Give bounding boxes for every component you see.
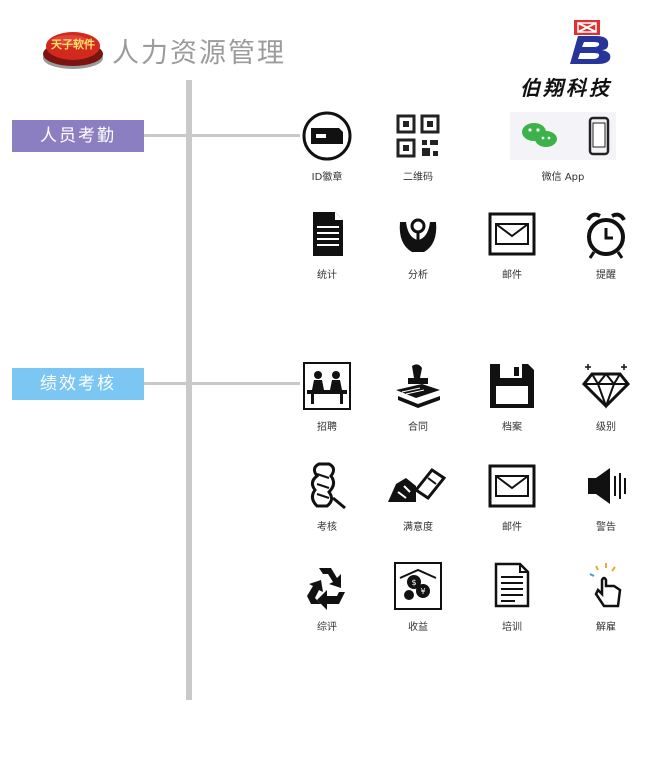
- tap-icon: [589, 563, 622, 608]
- tile-label: 考核: [317, 522, 337, 533]
- tile-mail-attendance[interactable]: 邮件: [457, 208, 567, 281]
- mail-icon: [488, 464, 536, 508]
- mail-icon: [488, 212, 536, 256]
- tile-label: 综评: [317, 622, 337, 633]
- logo-text: 天子软件: [51, 37, 95, 51]
- tile-training[interactable]: 培训: [457, 560, 567, 633]
- tile-satisfaction[interactable]: 满意度: [363, 460, 473, 533]
- scroll-icon: [310, 462, 346, 510]
- tile-label: 分析: [408, 270, 428, 281]
- tile-contract[interactable]: 合同: [363, 360, 473, 433]
- page-title: 人力资源管理: [112, 38, 286, 69]
- tile-statistics[interactable]: 统计: [272, 208, 382, 281]
- tile-label: 二维码: [403, 172, 433, 183]
- tile-overall-review[interactable]: 综评: [272, 560, 382, 633]
- tile-label: 警告: [596, 522, 616, 533]
- tile-id-badge[interactable]: ID徽章: [272, 110, 382, 183]
- app-logo-button: 天子软件: [43, 32, 103, 69]
- tile-label: 收益: [408, 622, 428, 633]
- tile-label: 邮件: [502, 522, 522, 533]
- speaker-icon: [588, 468, 626, 504]
- tile-label: 提醒: [596, 270, 616, 281]
- category-attendance[interactable]: 人员考勤: [12, 120, 144, 152]
- tile-label: 统计: [317, 270, 337, 281]
- tile-archive[interactable]: 档案: [457, 360, 567, 433]
- recruitment-icon: [303, 362, 351, 410]
- connector-performance: [144, 382, 300, 385]
- id-badge-icon: [302, 111, 352, 161]
- training-doc-icon: [494, 562, 530, 608]
- tile-label: 培训: [502, 622, 522, 633]
- tile-mail-performance[interactable]: 邮件: [457, 460, 567, 533]
- document-icon: [313, 212, 343, 256]
- tile-assessment[interactable]: 考核: [272, 460, 382, 533]
- tile-wechat-app[interactable]: 微信 App: [493, 110, 633, 183]
- tile-level[interactable]: 级别: [551, 360, 661, 433]
- tile-label: 档案: [502, 422, 522, 433]
- qr-code-icon: [396, 114, 440, 158]
- recycle-icon: [307, 568, 345, 610]
- category-performance[interactable]: 绩效考核: [12, 368, 144, 400]
- wechat-app-icon: [510, 112, 616, 160]
- tile-warning[interactable]: 警告: [551, 460, 661, 533]
- svg-text:$: $: [411, 578, 416, 587]
- analysis-icon: [399, 218, 437, 252]
- tile-analysis[interactable]: 分析: [363, 208, 473, 281]
- money-icon: $ ¥: [394, 562, 442, 610]
- tile-reminder[interactable]: 提醒: [551, 208, 661, 281]
- tile-label: 解雇: [596, 622, 616, 633]
- tile-label: 招聘: [317, 422, 337, 433]
- alarm-clock-icon: [586, 212, 626, 259]
- tile-label: 合同: [408, 422, 428, 433]
- tile-revenue[interactable]: $ ¥ 收益: [363, 560, 473, 633]
- brand-logo: [570, 20, 611, 64]
- tile-label: 邮件: [502, 270, 522, 281]
- tile-label: 级别: [596, 422, 616, 433]
- floppy-disk-icon: [490, 364, 534, 408]
- svg-text:¥: ¥: [420, 587, 425, 596]
- brand-name: 伯翔科技: [520, 76, 612, 100]
- tile-dismissal[interactable]: 解雇: [551, 560, 661, 633]
- diamond-icon: [581, 364, 631, 409]
- satisfaction-icon: [388, 467, 447, 502]
- contract-stamp-icon: [396, 364, 440, 408]
- tile-qr-code[interactable]: 二维码: [363, 110, 473, 183]
- connector-attendance: [144, 134, 300, 137]
- timeline-vertical-line: [186, 80, 192, 700]
- tile-label: 微信 App: [541, 172, 585, 183]
- tile-recruitment[interactable]: 招聘: [272, 360, 382, 433]
- tile-label: ID徽章: [311, 172, 343, 183]
- tile-label: 满意度: [403, 522, 433, 533]
